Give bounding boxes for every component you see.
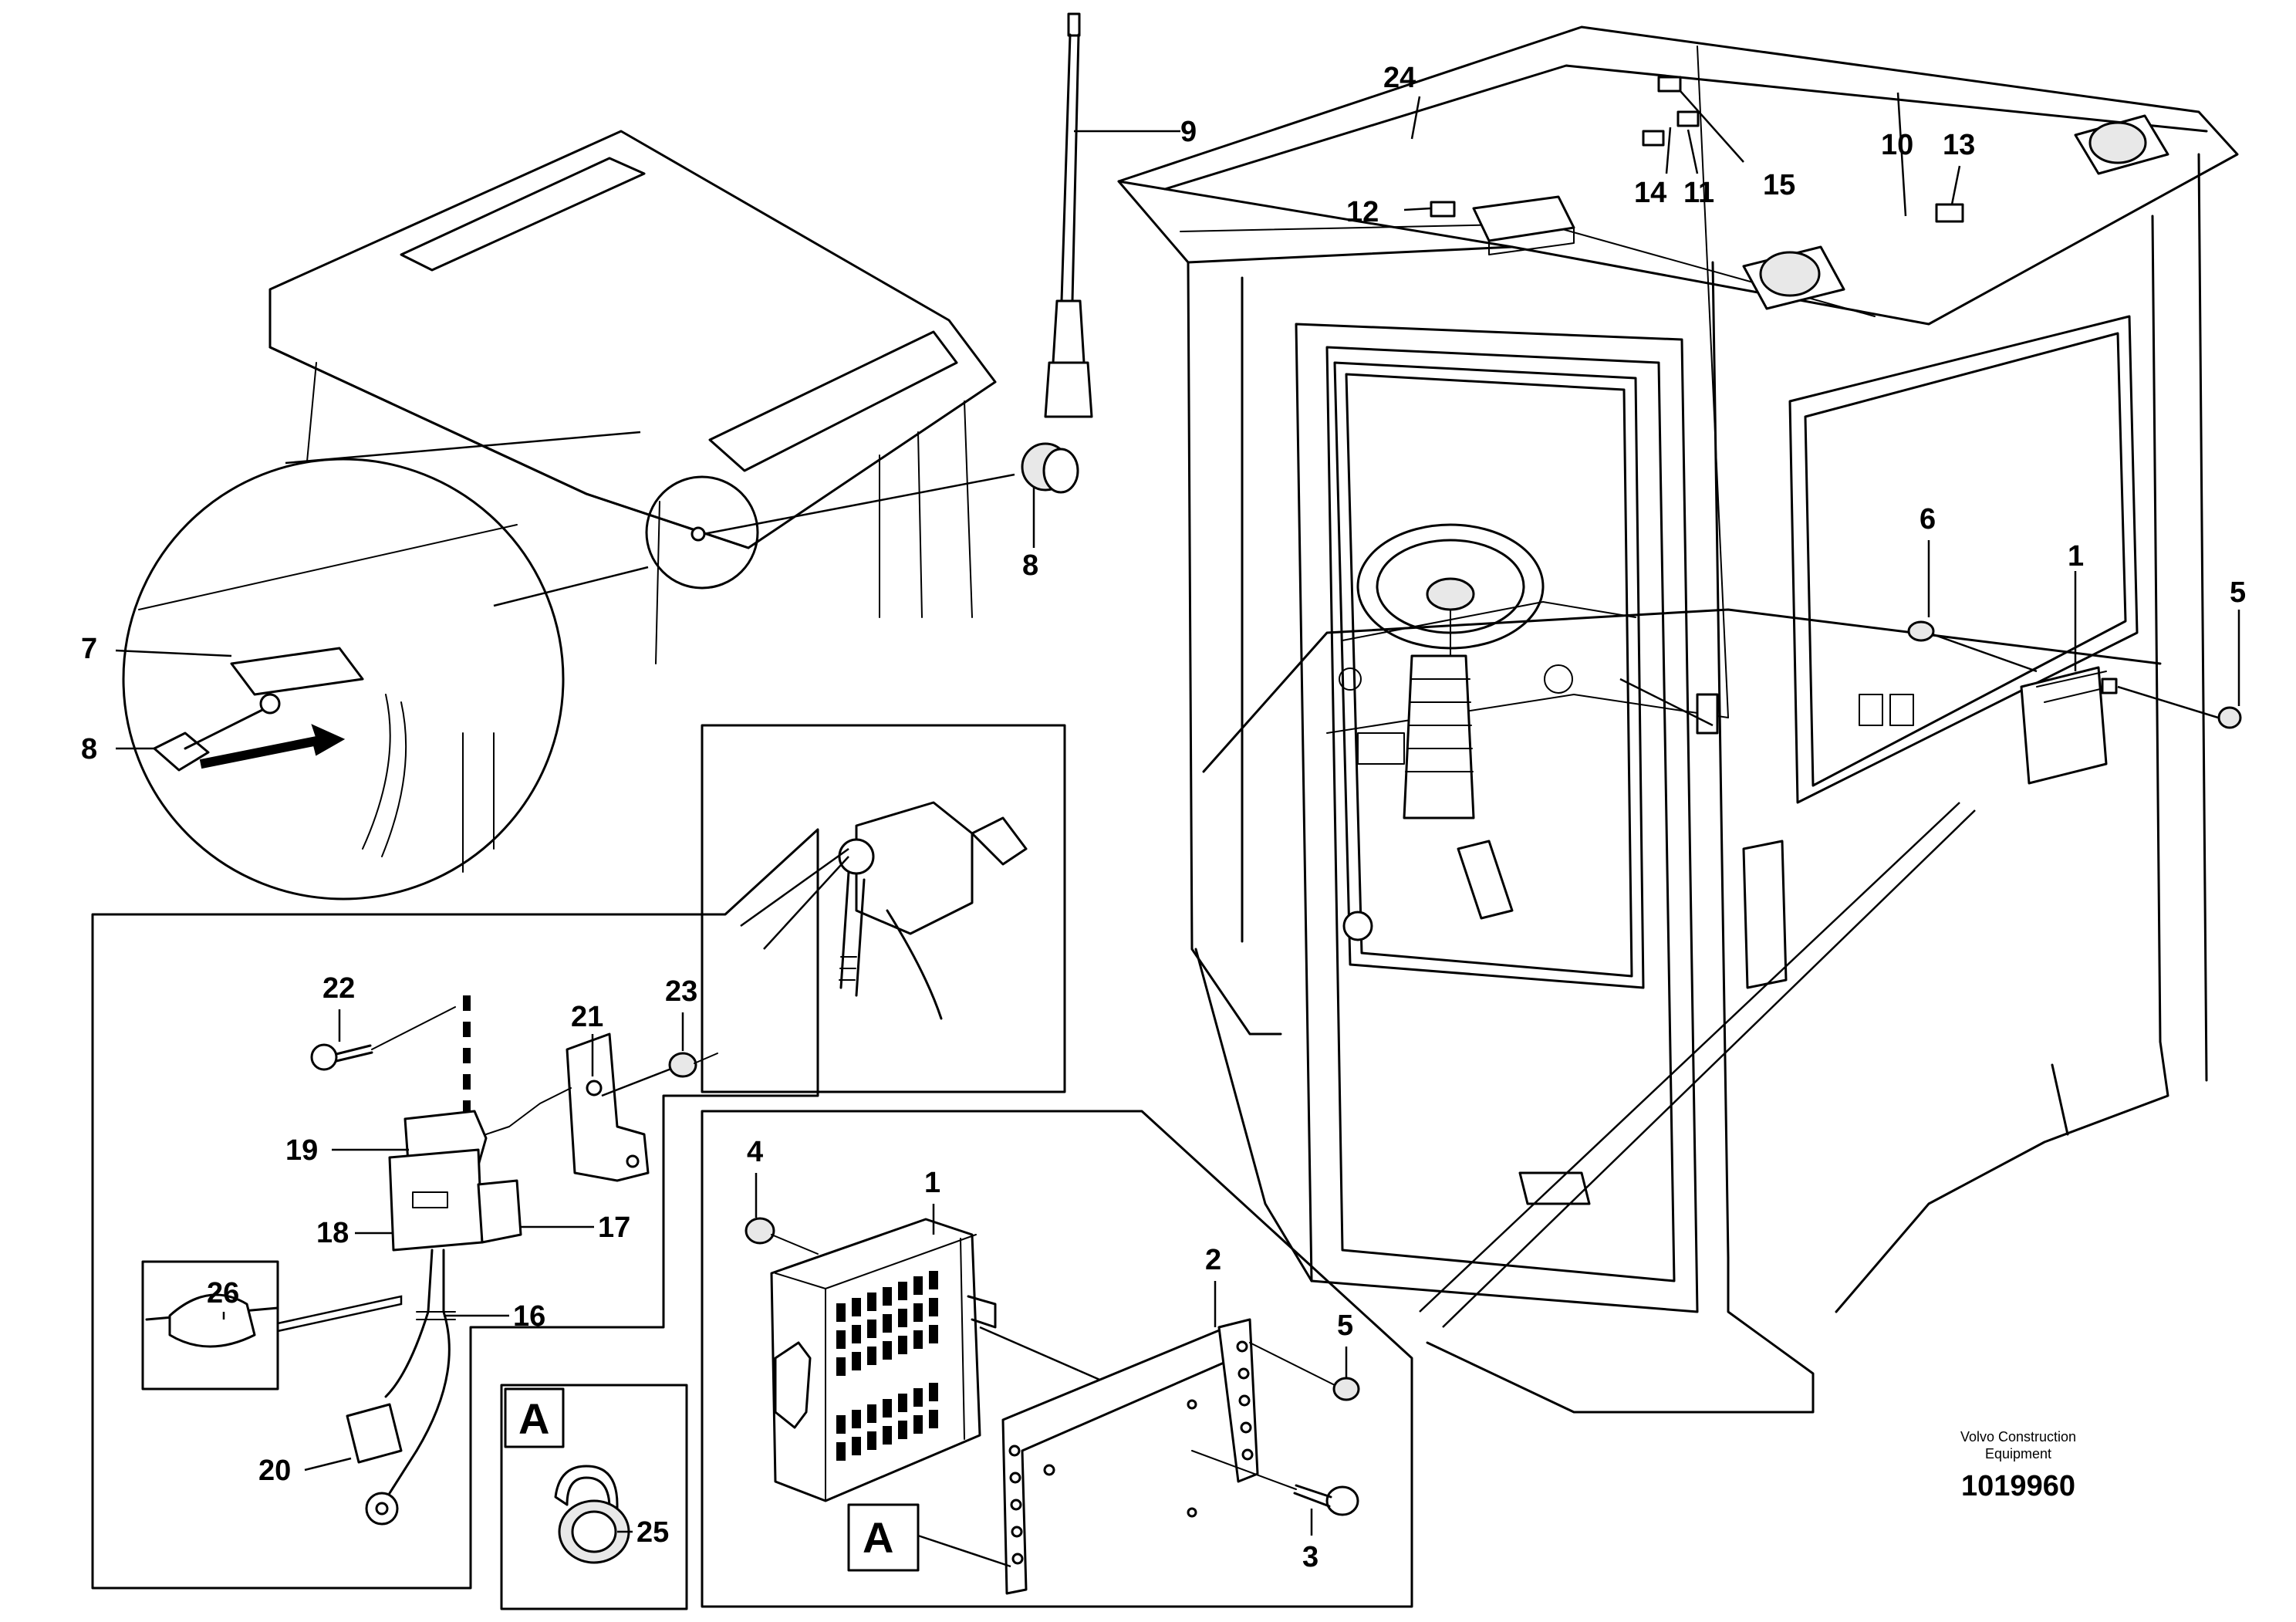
antenna bbox=[1021, 12, 1180, 548]
document-number: 1019960 bbox=[1961, 1470, 2075, 1502]
brand-line-2: Equipment bbox=[1985, 1446, 2051, 1461]
callout-9: 9 bbox=[1180, 116, 1197, 148]
cab-body bbox=[1117, 25, 2242, 1414]
callout-15: 15 bbox=[1763, 169, 1795, 201]
callout-6: 6 bbox=[1920, 503, 1936, 536]
callout-1: 1 bbox=[2068, 540, 2084, 573]
cab-callout-leaders bbox=[115, 90, 2240, 750]
callout-10: 10 bbox=[1881, 129, 1913, 161]
callout-21: 21 bbox=[571, 1001, 603, 1033]
cab-roof-panel bbox=[268, 130, 1015, 664]
callout-2: 2 bbox=[1205, 1244, 1221, 1276]
detail-marker-a-ecu: A bbox=[863, 1513, 893, 1562]
callout-12: 12 bbox=[1346, 196, 1379, 228]
callout-labels: 9 8 7 8 24 10 13 14 11 15 12 6 1 5 22 23… bbox=[81, 62, 2246, 1573]
callout-8-detail: 8 bbox=[81, 733, 97, 765]
ecu-vent-slots bbox=[836, 1271, 938, 1461]
antenna-mount-detail-circle bbox=[122, 431, 649, 901]
brand-line-1: Volvo Construction bbox=[1960, 1429, 2076, 1445]
callout-11: 11 bbox=[1683, 177, 1714, 209]
battery-disconnect-detail-box bbox=[91, 724, 1066, 1590]
callout-13: 13 bbox=[1943, 129, 1975, 161]
control-unit-detail-box bbox=[701, 1110, 1413, 1608]
clip-detail-box-a bbox=[500, 1384, 688, 1610]
callout-5: 5 bbox=[2230, 576, 2246, 609]
callout-4: 4 bbox=[747, 1136, 763, 1168]
callout-8: 8 bbox=[1022, 549, 1038, 582]
callout-5-detail: 5 bbox=[1337, 1309, 1353, 1342]
callout-22: 22 bbox=[322, 972, 355, 1005]
callout-24: 24 bbox=[1383, 62, 1416, 94]
callout-3: 3 bbox=[1302, 1541, 1319, 1573]
callout-16: 16 bbox=[513, 1300, 545, 1333]
callout-17: 17 bbox=[598, 1211, 630, 1244]
callout-18: 18 bbox=[316, 1217, 349, 1249]
detail-marker-a-clip: A bbox=[518, 1394, 549, 1443]
callout-7: 7 bbox=[81, 633, 97, 665]
callout-20: 20 bbox=[258, 1455, 291, 1487]
callout-14: 14 bbox=[1634, 177, 1666, 209]
callout-25: 25 bbox=[636, 1516, 669, 1549]
callout-19: 19 bbox=[285, 1134, 318, 1167]
callout-23: 23 bbox=[665, 975, 697, 1008]
callout-26: 26 bbox=[207, 1277, 239, 1309]
callout-1-detail: 1 bbox=[924, 1167, 940, 1199]
